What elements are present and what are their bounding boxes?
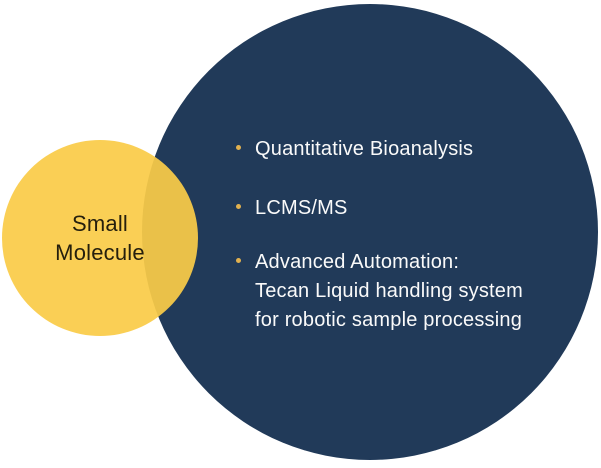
bullet-dot-icon xyxy=(236,258,241,263)
list-item: Advanced Automation: Tecan Liquid handli… xyxy=(236,248,523,335)
list-item-text: Quantitative Bioanalysis xyxy=(255,135,473,164)
capability-list: Quantitative Bioanalysis LCMS/MS Advance… xyxy=(236,135,523,335)
list-item: Quantitative Bioanalysis xyxy=(236,135,523,164)
bullet-dot-icon xyxy=(236,145,241,150)
small-circle-label: Small Molecule xyxy=(55,211,145,265)
large-navy-circle xyxy=(142,4,598,460)
list-item-line: Advanced Automation: xyxy=(255,251,460,273)
small-yellow-circle: Small Molecule xyxy=(2,140,198,336)
list-item-line: for robotic sample processing xyxy=(255,309,523,331)
list-item-line: Quantitative Bioanalysis xyxy=(255,138,474,160)
list-item-line: Tecan Liquid handling system xyxy=(255,280,523,302)
list-item-text: LCMS/MS xyxy=(255,194,348,223)
list-item-line: LCMS/MS xyxy=(255,197,348,219)
bullet-dot-icon xyxy=(236,204,241,209)
list-item-text: Advanced Automation: Tecan Liquid handli… xyxy=(255,248,523,335)
list-item: LCMS/MS xyxy=(236,194,523,223)
